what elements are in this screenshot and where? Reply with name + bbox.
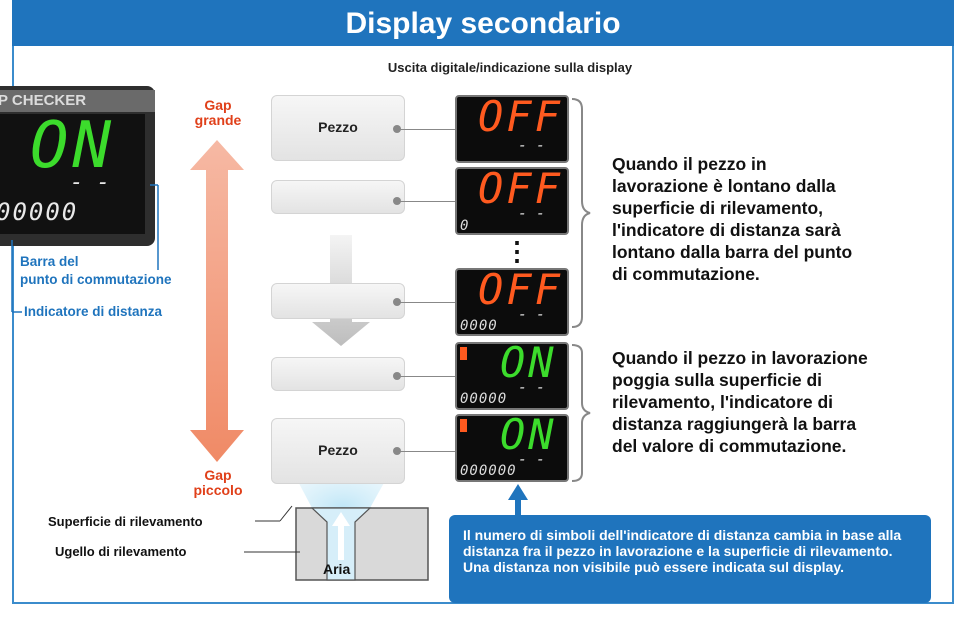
out-badge (460, 419, 467, 432)
workpiece-tile (271, 95, 405, 161)
subtitle: Uscita digitale/indicazione sulla displa… (387, 60, 633, 75)
display-on-2 (455, 414, 569, 482)
display-sub: - - (518, 450, 546, 468)
device-bar-value: 00000 (0, 198, 79, 226)
gap-arrow (190, 140, 244, 462)
device-brand: P CHECKER (0, 90, 155, 112)
display-on-1 (455, 342, 569, 410)
display-value: OFF (478, 164, 563, 213)
display-sub: - - (518, 204, 546, 222)
display-off-2 (455, 167, 569, 235)
connector-line (400, 376, 456, 377)
device-main-value: ON (30, 109, 116, 183)
display-value: ON (500, 410, 557, 459)
out-badge (460, 347, 467, 360)
display-value: ON (500, 338, 557, 387)
connector-line (400, 451, 456, 452)
surface-label: Superficie di rilevamento (48, 514, 203, 529)
connector-line (400, 129, 456, 130)
display-sub: - - (518, 136, 546, 154)
connector-dot (393, 197, 401, 205)
label-switch-bar-line2: punto di commutazione (20, 272, 172, 287)
display-bar: 00000 (460, 391, 508, 407)
display-bar: 0 (460, 218, 469, 234)
display-sub: - - (518, 305, 546, 323)
nozzle-label: Ugello di rilevamento (55, 544, 187, 559)
workpiece-label: Pezzo (318, 442, 358, 458)
label-switch-bar-line1: Barra del (20, 254, 79, 269)
display-off-3 (455, 268, 569, 336)
display-value: OFF (478, 265, 563, 314)
workpiece-tile (271, 357, 405, 391)
device-sub-value: - - (70, 170, 110, 195)
connector-dot (393, 447, 401, 455)
workpiece-label: Pezzo (318, 119, 358, 135)
text-far: Quando il pezzo in lavorazione è lontano… (612, 154, 853, 284)
page-title: Display secondario (12, 0, 954, 46)
display-value: OFF (478, 92, 563, 141)
note-box: Il numero di simboli dell'indicatore di … (449, 515, 931, 603)
device-screen (0, 114, 145, 234)
label-distance: Indicatore di distanza (24, 304, 163, 319)
display-bar: 000000 (460, 463, 517, 479)
connector-dot (393, 372, 401, 380)
connector-line (400, 302, 456, 303)
display-bar: 0000 (460, 318, 498, 334)
connector-dot (393, 125, 401, 133)
air-label: Aria (323, 561, 351, 577)
display-sub: - - (518, 378, 546, 396)
text-near: Quando il pezzo in lavorazione poggia su… (612, 348, 868, 456)
ellipsis-icon: ⋮ (504, 236, 530, 266)
workpiece-tile (271, 180, 405, 214)
connector-dot (393, 298, 401, 306)
workpiece-tile (271, 283, 405, 319)
display-off-1 (455, 95, 569, 163)
workpiece-tile (271, 418, 405, 484)
connector-line (400, 201, 456, 202)
